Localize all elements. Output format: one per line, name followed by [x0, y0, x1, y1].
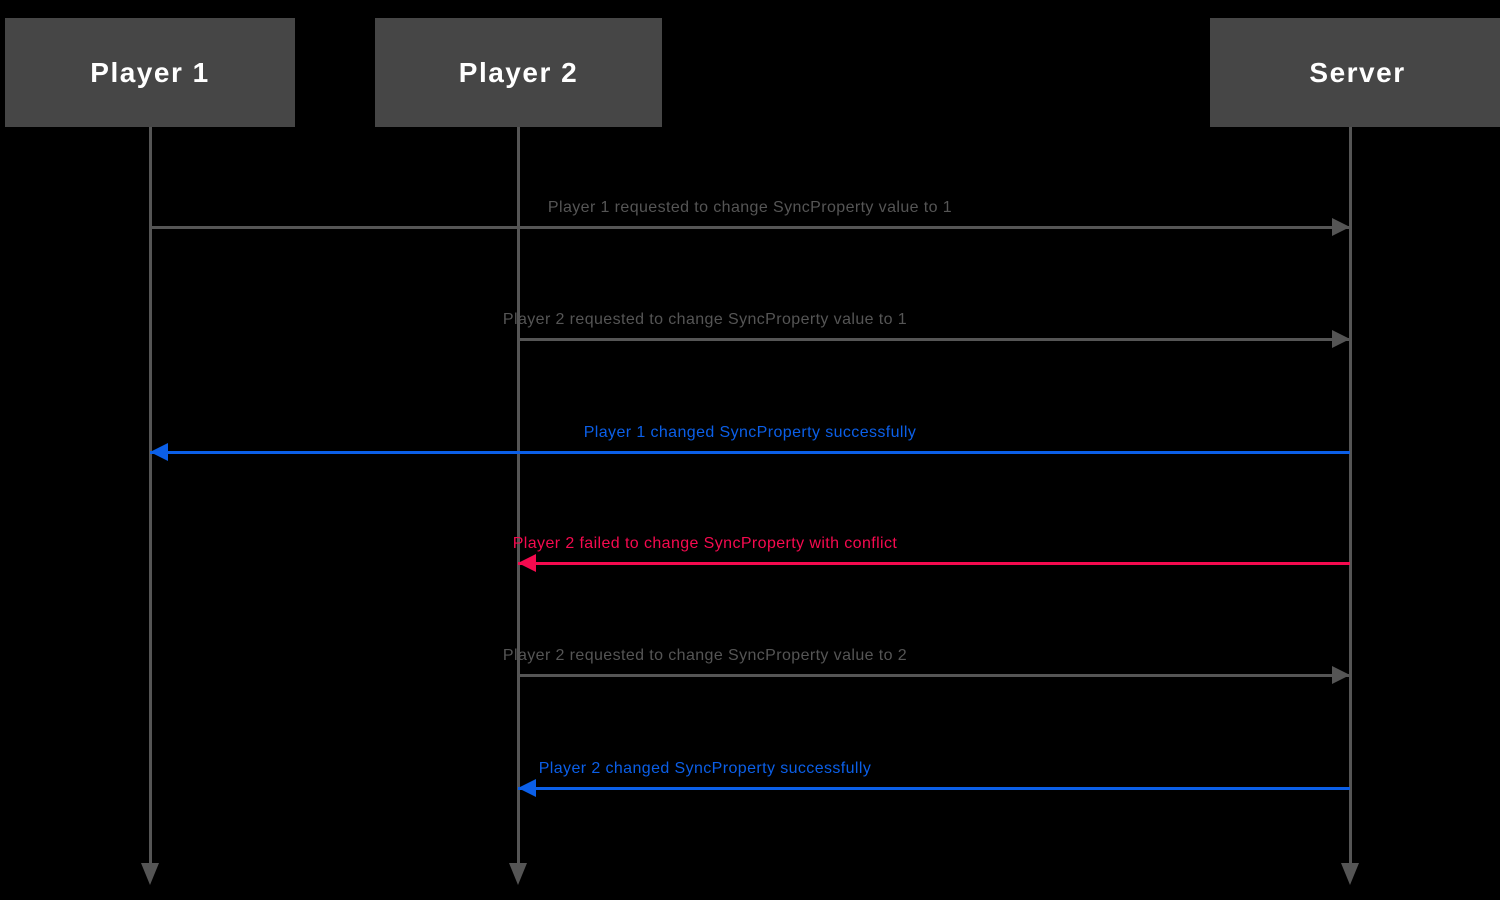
- message-line: [150, 226, 1350, 229]
- message-label: Player 2 requested to change SyncPropert…: [502, 311, 908, 329]
- participant-label-player1: Player 1: [90, 56, 210, 88]
- lifeline-player1: [148, 127, 152, 867]
- participant-label-player2: Player 2: [458, 56, 579, 88]
- message-arrowhead-right: [1332, 218, 1350, 236]
- message-line: [150, 451, 1350, 454]
- message-arrowhead-left: [518, 779, 536, 797]
- participant-box-server[interactable]: Server: [1210, 18, 1500, 127]
- message-line: [518, 338, 1350, 341]
- participant-box-player1[interactable]: Player 1: [5, 18, 295, 127]
- message-line: [518, 562, 1350, 565]
- message-arrowhead-left: [150, 443, 168, 461]
- message-line: [518, 787, 1350, 790]
- lifeline-arrowhead-player1: [141, 863, 159, 885]
- participant-label-server: Server: [1309, 56, 1406, 88]
- lifeline-arrowhead-player2: [509, 863, 527, 885]
- message-label: Player 2 changed SyncProperty successful…: [538, 760, 872, 778]
- message-arrowhead-right: [1332, 330, 1350, 348]
- message-arrowhead-left: [518, 554, 536, 572]
- message-label: Player 1 requested to change SyncPropert…: [547, 199, 953, 217]
- participant-box-player2[interactable]: Player 2: [375, 18, 662, 127]
- lifeline-player2: [516, 127, 520, 867]
- lifeline-server: [1348, 127, 1352, 867]
- lifeline-arrowhead-server: [1341, 863, 1359, 885]
- message-arrowhead-right: [1332, 666, 1350, 684]
- message-label: Player 2 requested to change SyncPropert…: [502, 647, 908, 665]
- message-label: Player 1 changed SyncProperty successful…: [583, 424, 917, 442]
- message-label: Player 2 failed to change SyncProperty w…: [512, 535, 898, 553]
- message-line: [518, 674, 1350, 677]
